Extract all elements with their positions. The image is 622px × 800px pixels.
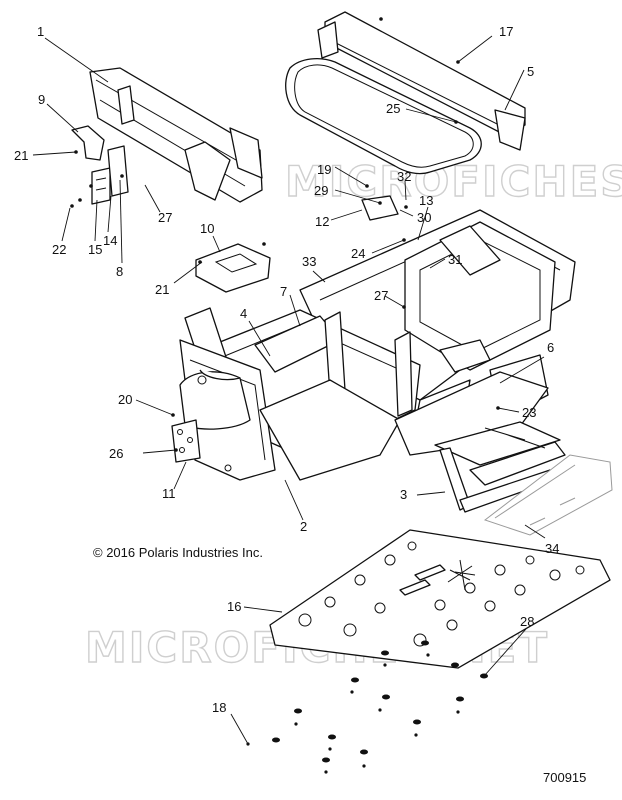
callout-2: 2 (300, 519, 307, 534)
bracket-9 (71, 125, 105, 161)
copyright-caption: © 2016 Polaris Industries Inc. (93, 545, 263, 560)
rear-cargo-frame (285, 11, 526, 175)
callout-17: 17 (499, 24, 513, 39)
callout-26: 26 (109, 446, 123, 461)
callout-33: 33 (302, 254, 316, 269)
callout-4: 4 (240, 306, 247, 321)
shield-34 (483, 454, 613, 536)
callout-12: 12 (315, 214, 329, 229)
main-chassis (179, 209, 576, 481)
callout-8: 8 (116, 264, 123, 279)
skid-plate-16 (269, 529, 611, 669)
callout-9: 9 (38, 92, 45, 107)
callout-labels: 1 9 21 22 15 14 8 27 10 21 19 29 12 32 3… (14, 24, 559, 715)
callout-3: 3 (400, 487, 407, 502)
plate-14-8 (107, 145, 129, 197)
callout-14: 14 (103, 233, 117, 248)
callout-32: 32 (397, 169, 411, 184)
callout-18: 18 (212, 700, 226, 715)
plate-10 (195, 243, 271, 293)
callout-27-left: 27 (158, 210, 172, 225)
bracket-15 (91, 167, 111, 205)
callout-31: 31 (448, 252, 462, 267)
leader-lines (32, 35, 546, 745)
callout-1: 1 (37, 24, 44, 39)
front-cross-frame (89, 67, 263, 203)
diagram-id: 700915 (543, 770, 586, 785)
callout-25: 25 (386, 101, 400, 116)
callout-7: 7 (280, 284, 287, 299)
fasteners-lower (246, 640, 488, 774)
callout-27-center: 27 (374, 288, 388, 303)
bracket-11 (171, 419, 201, 463)
callout-15: 15 (88, 242, 102, 257)
callout-22: 22 (52, 242, 66, 257)
callout-10: 10 (200, 221, 214, 236)
callout-19: 19 (317, 162, 331, 177)
rear-rail-frame-3 (434, 421, 566, 513)
callout-6: 6 (547, 340, 554, 355)
callout-29: 29 (314, 183, 328, 198)
callout-11: 11 (162, 486, 176, 501)
callout-24: 24 (351, 246, 365, 261)
callout-21-upper: 21 (14, 148, 28, 163)
callout-23: 23 (522, 405, 536, 420)
callout-30: 30 (417, 210, 431, 225)
callout-5: 5 (527, 64, 534, 79)
bracket-12 (361, 195, 399, 221)
callout-20: 20 (118, 392, 132, 407)
callout-13: 13 (419, 193, 433, 208)
callout-21-lower: 21 (155, 282, 169, 297)
callout-34: 34 (545, 541, 559, 556)
callout-16: 16 (227, 599, 241, 614)
callout-28: 28 (520, 614, 534, 629)
